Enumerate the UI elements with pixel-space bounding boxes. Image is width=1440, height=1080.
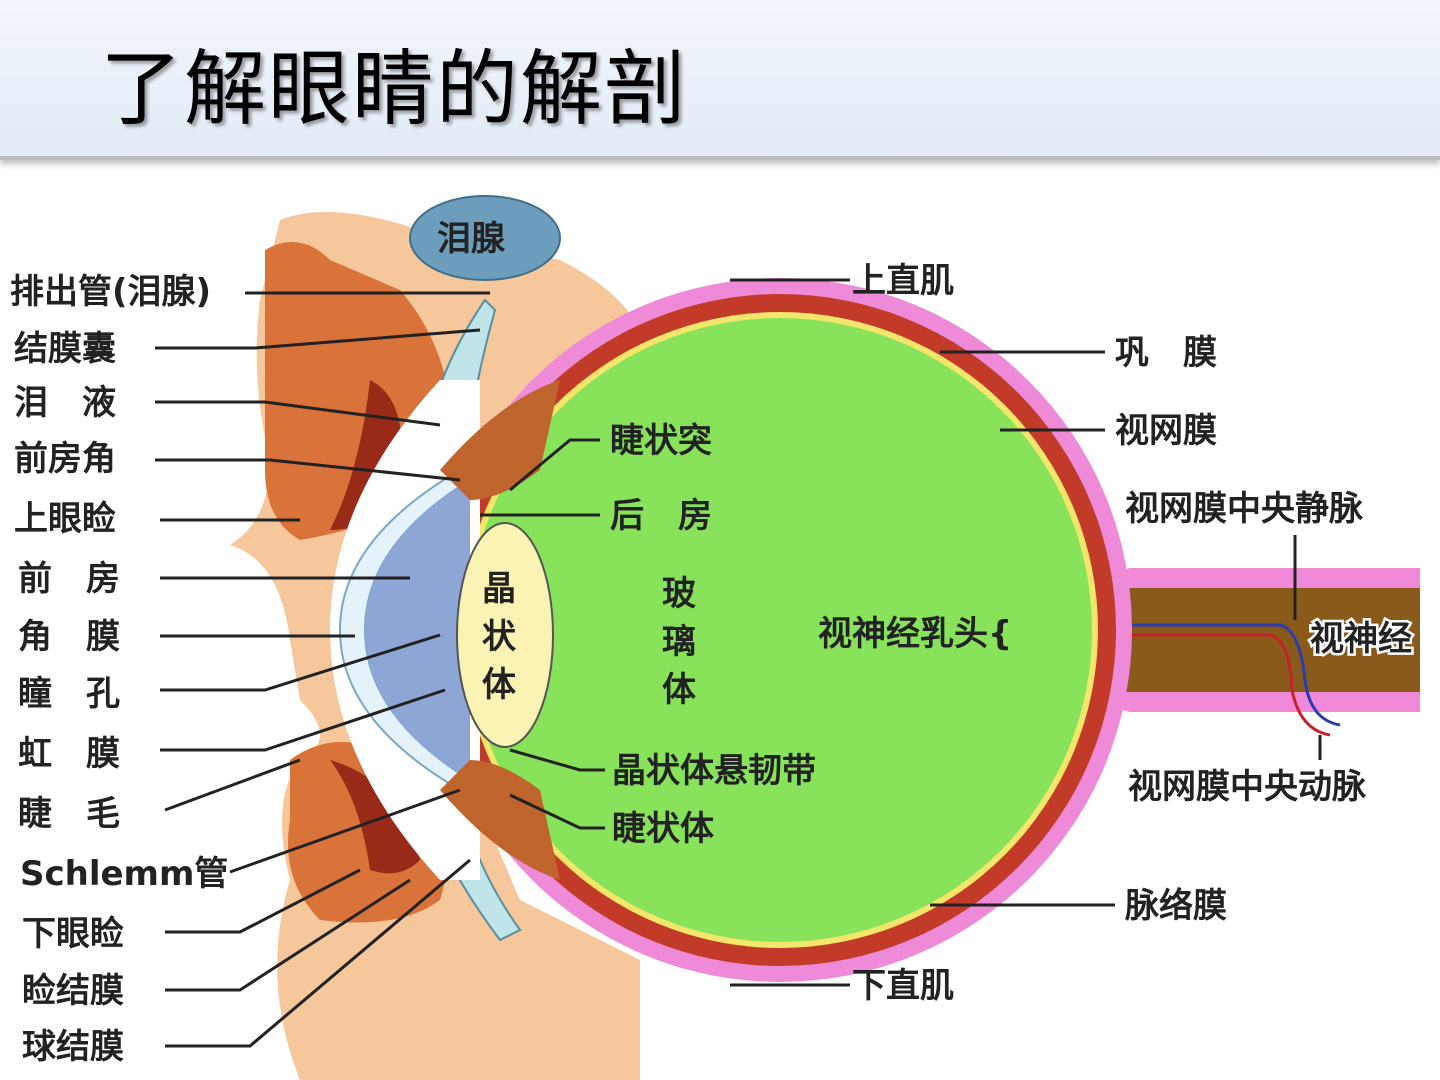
label-lacrimal-duct: 排出管(泪腺)	[10, 272, 211, 312]
slide-title: 了解眼睛的解剖	[100, 42, 689, 137]
label-vitreous-3: 体	[662, 670, 696, 710]
central-retinal-artery	[1075, 633, 1331, 737]
label-upper-eyelid: 上眼睑	[14, 499, 116, 539]
ciliary-body-upper	[440, 380, 560, 500]
label-chamber-angle: 前房角	[14, 439, 116, 479]
leader-ciliary-process	[509, 438, 600, 492]
label-optic-nerve: 视神经	[1310, 619, 1412, 659]
label-vitreous-2: 璃	[662, 622, 696, 662]
label-retina: 视网膜	[1115, 411, 1217, 451]
label-posterior-chamber: 后 房	[610, 496, 712, 536]
label-lens-1: 晶	[482, 569, 516, 609]
label-sclera: 巩 膜	[1115, 333, 1217, 373]
label-superior-rectus: 上直肌	[852, 261, 954, 301]
label-lacrimal-gland: 泪腺	[437, 219, 506, 259]
label-central-retinal-vein: 视网膜中央静脉	[1125, 489, 1364, 529]
label-cornea: 角 膜	[18, 617, 120, 657]
optic-nerve	[1085, 588, 1420, 692]
ciliary-body-lower	[440, 760, 560, 880]
vitreous-body	[468, 318, 1092, 942]
label-choroid: 脉络膜	[1125, 886, 1227, 926]
label-schlemm-canal: Schlemm管	[20, 854, 228, 894]
label-tears: 泪 液	[14, 383, 116, 423]
label-palpebral-conjunctiva: 睑结膜	[22, 971, 124, 1011]
label-optic-disc: 视神经乳头{	[818, 614, 1012, 654]
label-conjunctival-sac: 结膜囊	[14, 329, 116, 369]
label-zonule: 晶状体悬韧带	[612, 751, 816, 791]
lens	[456, 522, 554, 748]
left-labels: 排出管(泪腺) 结膜囊 泪 液 前房角 上眼睑 前 房 角 膜 瞳 孔 虹 膜 …	[10, 272, 228, 1067]
label-ciliary-process: 睫状突	[610, 421, 712, 461]
label-anterior-chamber: 前 房	[18, 559, 120, 599]
label-lens-2: 状	[482, 617, 517, 657]
leader-zonule	[509, 748, 605, 772]
label-lower-eyelid: 下眼睑	[22, 914, 124, 954]
eye-anatomy-diagram: 泪腺 晶 状 体 玻 璃 体 睫状突 后 房 视神经乳头{ 晶状体悬韧带 睫状体…	[10, 195, 1420, 1080]
slide-header: 了解眼睛的解剖	[0, 0, 1440, 160]
label-bulbar-conjunctiva: 球结膜	[22, 1027, 124, 1067]
label-eyelash: 睫 毛	[18, 794, 120, 834]
label-vitreous-1: 玻	[662, 574, 696, 614]
label-central-retinal-artery: 视网膜中央动脉	[1128, 767, 1367, 807]
leader-ciliary-body	[509, 793, 605, 830]
label-lens-3: 体	[482, 665, 516, 705]
central-retinal-vein	[1075, 623, 1341, 727]
lacrimal-gland	[409, 195, 561, 281]
label-ciliary-body: 睫状体	[612, 809, 714, 849]
left-leader-lines	[155, 291, 490, 1048]
tarsal-plate-lower	[330, 760, 420, 874]
anterior-chamber	[365, 480, 470, 780]
label-inferior-rectus: 下直肌	[852, 966, 954, 1006]
label-pupil: 瞳 孔	[18, 674, 120, 714]
label-iris: 虹 膜	[18, 734, 120, 774]
